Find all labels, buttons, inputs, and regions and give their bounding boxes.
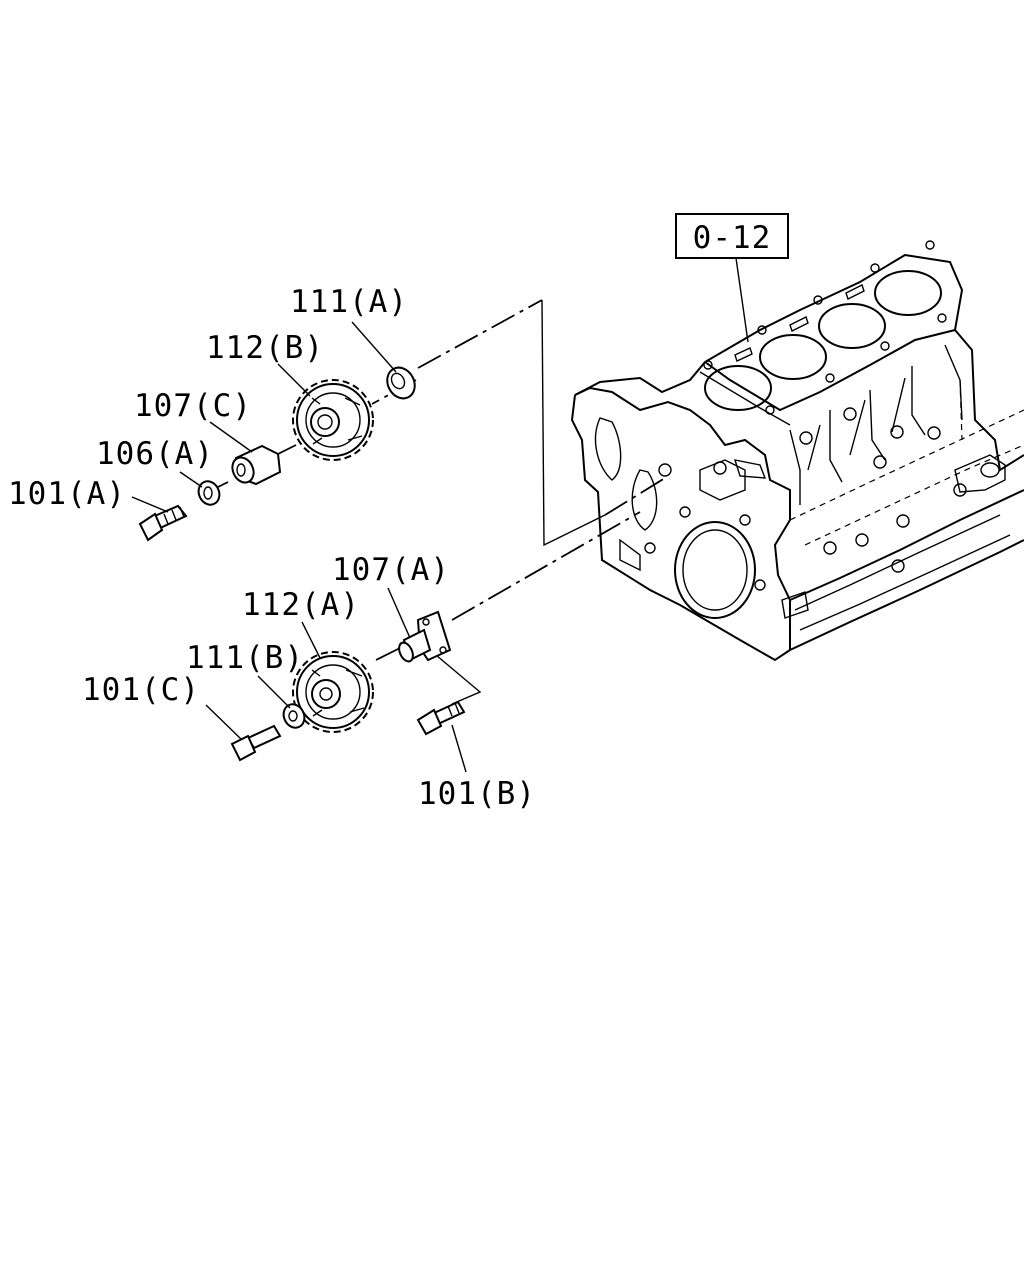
callout-labels: 111(A) 112(B) 107(C) 106(A) 101(A) 107(A… bbox=[8, 284, 536, 812]
idler-gear-112a bbox=[292, 651, 374, 733]
label-101b: 101(B) bbox=[418, 776, 536, 812]
label-101a: 101(A) bbox=[8, 476, 126, 512]
lower-idler-assembly bbox=[230, 610, 466, 762]
label-112a: 112(A) bbox=[242, 587, 360, 623]
reference-label: 0-12 bbox=[693, 220, 772, 256]
leader-lines bbox=[131, 321, 467, 773]
label-101c: 101(C) bbox=[82, 672, 200, 708]
idler-shaft-107a bbox=[398, 610, 452, 663]
idler-shaft-107c bbox=[231, 444, 282, 486]
thrust-washer-111b bbox=[282, 703, 306, 729]
reference-callout-0-12: 0-12 bbox=[675, 213, 789, 343]
upper-idler-assembly bbox=[138, 366, 416, 542]
washer-106a bbox=[197, 480, 221, 506]
thrust-washer-111a bbox=[386, 366, 416, 400]
label-112b: 112(B) bbox=[206, 330, 324, 366]
label-107c: 107(C) bbox=[134, 388, 252, 424]
label-106a: 106(A) bbox=[96, 436, 214, 472]
bolt-101b bbox=[416, 700, 466, 736]
assembly-lines bbox=[217, 299, 666, 721]
label-111b: 111(B) bbox=[186, 640, 304, 676]
engine-block bbox=[570, 240, 1024, 662]
bolt-101c bbox=[230, 724, 282, 762]
label-107a: 107(A) bbox=[332, 552, 450, 588]
idler-gear-112b bbox=[292, 379, 374, 461]
label-111a: 111(A) bbox=[290, 284, 408, 320]
bolt-101a bbox=[138, 504, 188, 542]
